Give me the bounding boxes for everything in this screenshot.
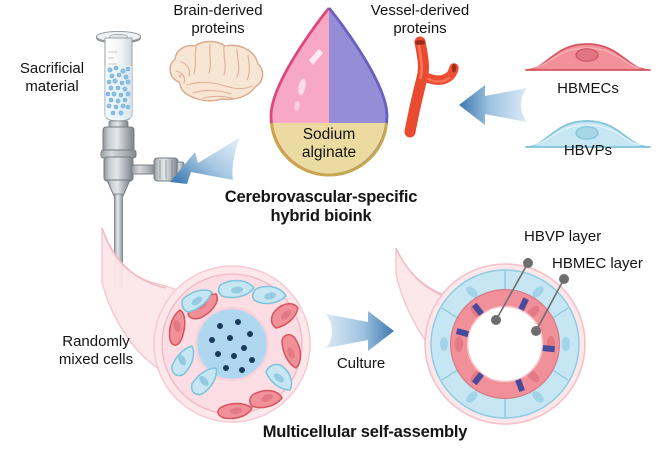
arrow-culture bbox=[326, 311, 394, 351]
label-bioink-title: Cerebrovascular-specific hybrid bioink bbox=[224, 188, 418, 226]
hbvp-cell-icon bbox=[525, 120, 651, 148]
label-vessel-derived-proteins: Vessel-derived proteins bbox=[370, 2, 470, 37]
layer-leader-lines bbox=[491, 258, 569, 336]
tight-junctions bbox=[455, 297, 556, 393]
hbvp-nuclei bbox=[440, 286, 570, 403]
label-culture: Culture bbox=[336, 355, 386, 372]
label-randomly-mixed-cells: Randomly mixed cells bbox=[58, 333, 134, 368]
label-sacrificial-material: Sacrificial material bbox=[19, 60, 85, 95]
brain-icon bbox=[169, 40, 264, 102]
label-brain-derived-proteins: Brain-derived proteins bbox=[173, 2, 263, 37]
hybrid-bioink-droplet: Sodium alginate bbox=[269, 7, 389, 177]
syringe-with-sacrificial-material bbox=[96, 30, 185, 288]
sacrificial-granules bbox=[105, 65, 132, 118]
hbmec-cell-icon bbox=[525, 43, 651, 71]
lumen-particles bbox=[209, 319, 255, 373]
droplet-label-line1: Sodium bbox=[303, 126, 356, 143]
vessel-cross-section-random bbox=[101, 227, 311, 423]
mixed-cell-ring bbox=[168, 279, 302, 420]
label-hbvps: HBVPs bbox=[563, 142, 613, 159]
label-hbvp-layer: HBVP layer bbox=[524, 228, 602, 245]
hbvp-cell-borders bbox=[441, 270, 569, 418]
label-self-assembly-title: Multicellular self-assembly bbox=[262, 423, 468, 441]
arrow-cells-to-droplet bbox=[459, 85, 527, 125]
blood-vessel-icon bbox=[404, 36, 459, 138]
arrow-to-syringe bbox=[170, 138, 239, 184]
label-hbmec-layer: HBMEC layer bbox=[552, 255, 643, 272]
label-hbmecs: HBMECs bbox=[557, 80, 619, 97]
vessel-cross-section-assembled bbox=[395, 247, 586, 425]
droplet-label-line2: alginate bbox=[302, 144, 356, 161]
